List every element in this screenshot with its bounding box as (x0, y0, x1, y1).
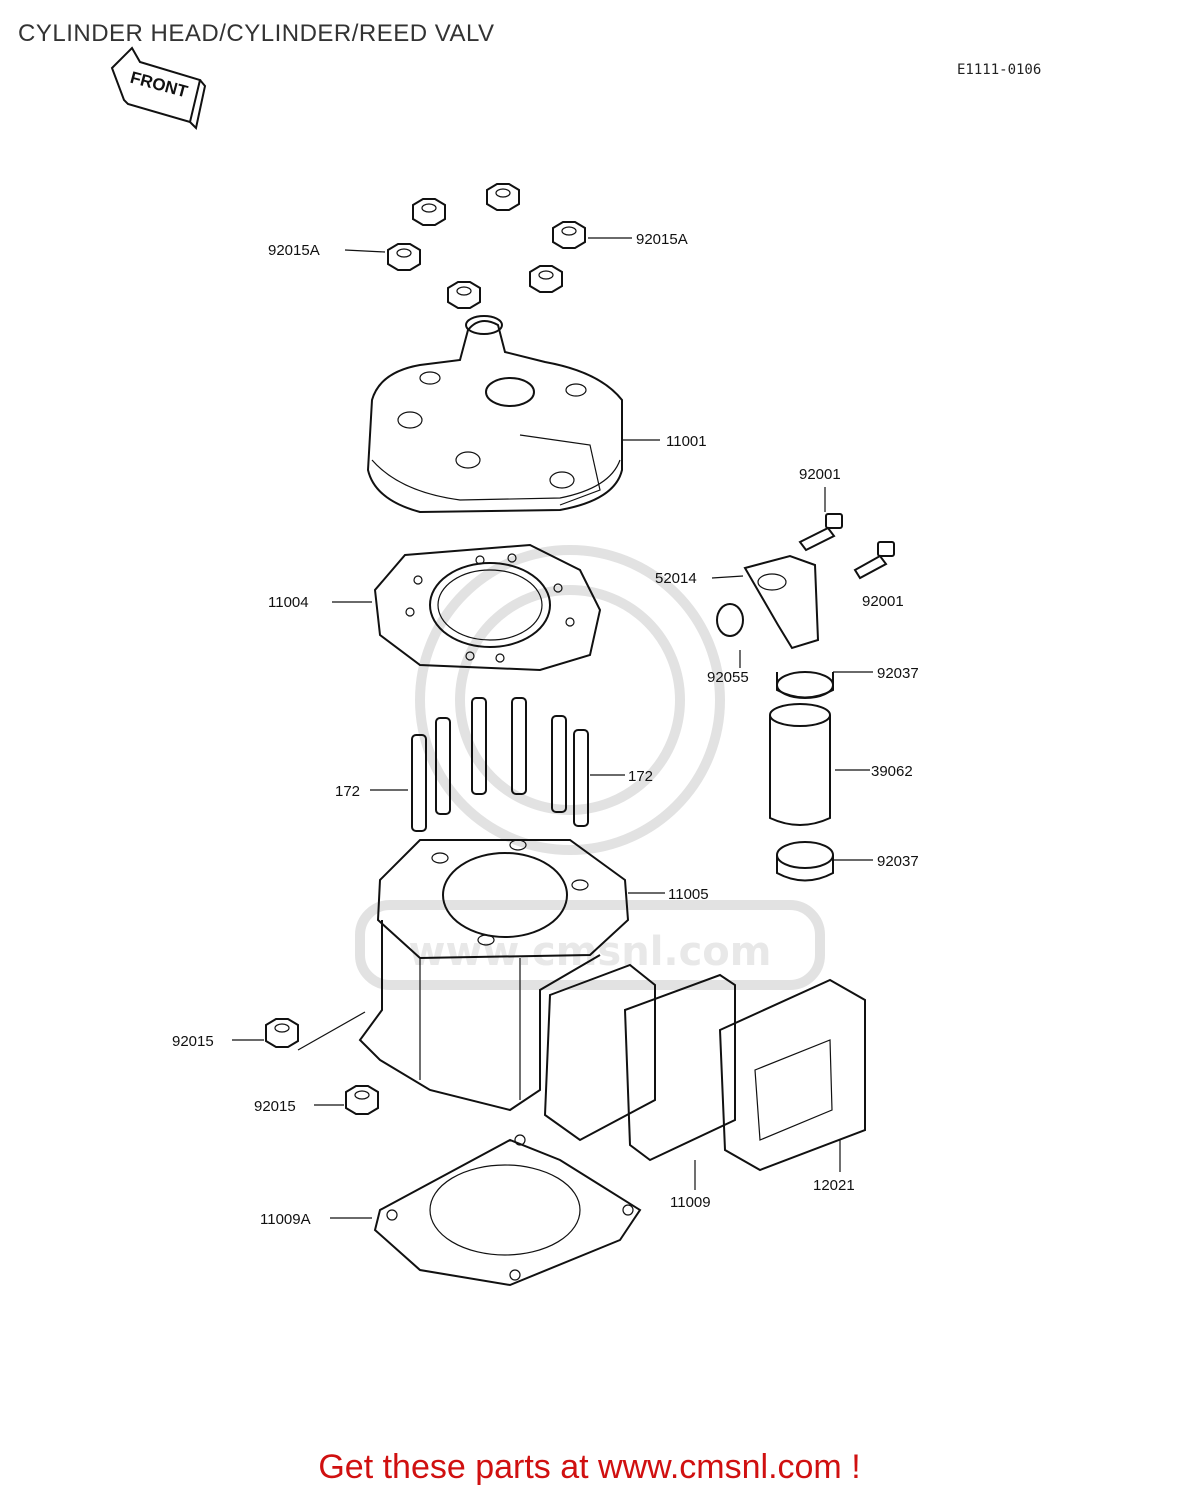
hose-clamp-top (776, 671, 834, 699)
head-gasket (373, 543, 602, 672)
cylinder-head (366, 315, 623, 514)
nut-icon (447, 281, 481, 309)
nut-icon (486, 183, 520, 211)
nut-icon (552, 221, 586, 249)
studs (411, 697, 589, 832)
callout-labels: 92015A 92015A 11001 92001 52014 92001 11… (172, 231, 919, 1228)
bolt-icon (853, 541, 895, 580)
callout-92037-bottom: 92037 (877, 853, 919, 870)
callout-92015-lower: 92015 (254, 1098, 296, 1115)
head-nuts (387, 183, 586, 309)
callout-92001-right: 92001 (862, 593, 904, 610)
watermark: www.cmsnl.com (355, 545, 825, 990)
nut-icon (412, 198, 446, 226)
watermark-text: www.cmsnl.com (409, 929, 772, 975)
cylinder (358, 839, 630, 1112)
callout-92015A-left: 92015A (268, 242, 320, 259)
callout-92055: 92055 (707, 669, 749, 686)
page-title: CYLINDER HEAD/CYLINDER/REED VALV (18, 20, 495, 47)
reed-valve-parts (543, 963, 866, 1172)
base-nuts (265, 1018, 379, 1115)
callout-92015A-right: 92015A (636, 231, 688, 248)
base-gasket (373, 1134, 642, 1287)
nut-icon (345, 1085, 379, 1115)
nut-icon (265, 1018, 299, 1048)
callout-11009: 11009 (670, 1194, 711, 1211)
front-label: FRONT (128, 68, 190, 102)
nut-icon (529, 265, 563, 293)
bolt-icon (798, 513, 843, 552)
leader-lines (232, 237, 873, 1219)
o-ring (716, 603, 744, 637)
callout-11001: 11001 (666, 433, 707, 450)
callout-92015-upper: 92015 (172, 1033, 214, 1050)
hose (769, 703, 831, 826)
callout-172-right: 172 (628, 768, 653, 785)
callout-172-left: 172 (335, 783, 360, 800)
callout-92037-top: 92037 (877, 665, 919, 682)
callout-11005: 11005 (668, 886, 709, 903)
callout-39062: 39062 (871, 763, 913, 780)
callout-12021: 12021 (813, 1177, 855, 1194)
callout-52014: 52014 (655, 570, 697, 587)
diagram-code: E1111-0106 (957, 62, 1042, 78)
callout-92001-top: 92001 (799, 466, 841, 483)
callout-11009A: 11009A (260, 1211, 311, 1228)
callout-11004: 11004 (268, 594, 309, 611)
coolant-parts (716, 513, 895, 882)
nut-icon (387, 243, 421, 271)
hose-clamp-bottom (776, 841, 834, 882)
footer-link[interactable]: Get these parts at www.cmsnl.com ! (318, 1448, 861, 1486)
front-arrow-icon: FRONT (110, 46, 207, 131)
